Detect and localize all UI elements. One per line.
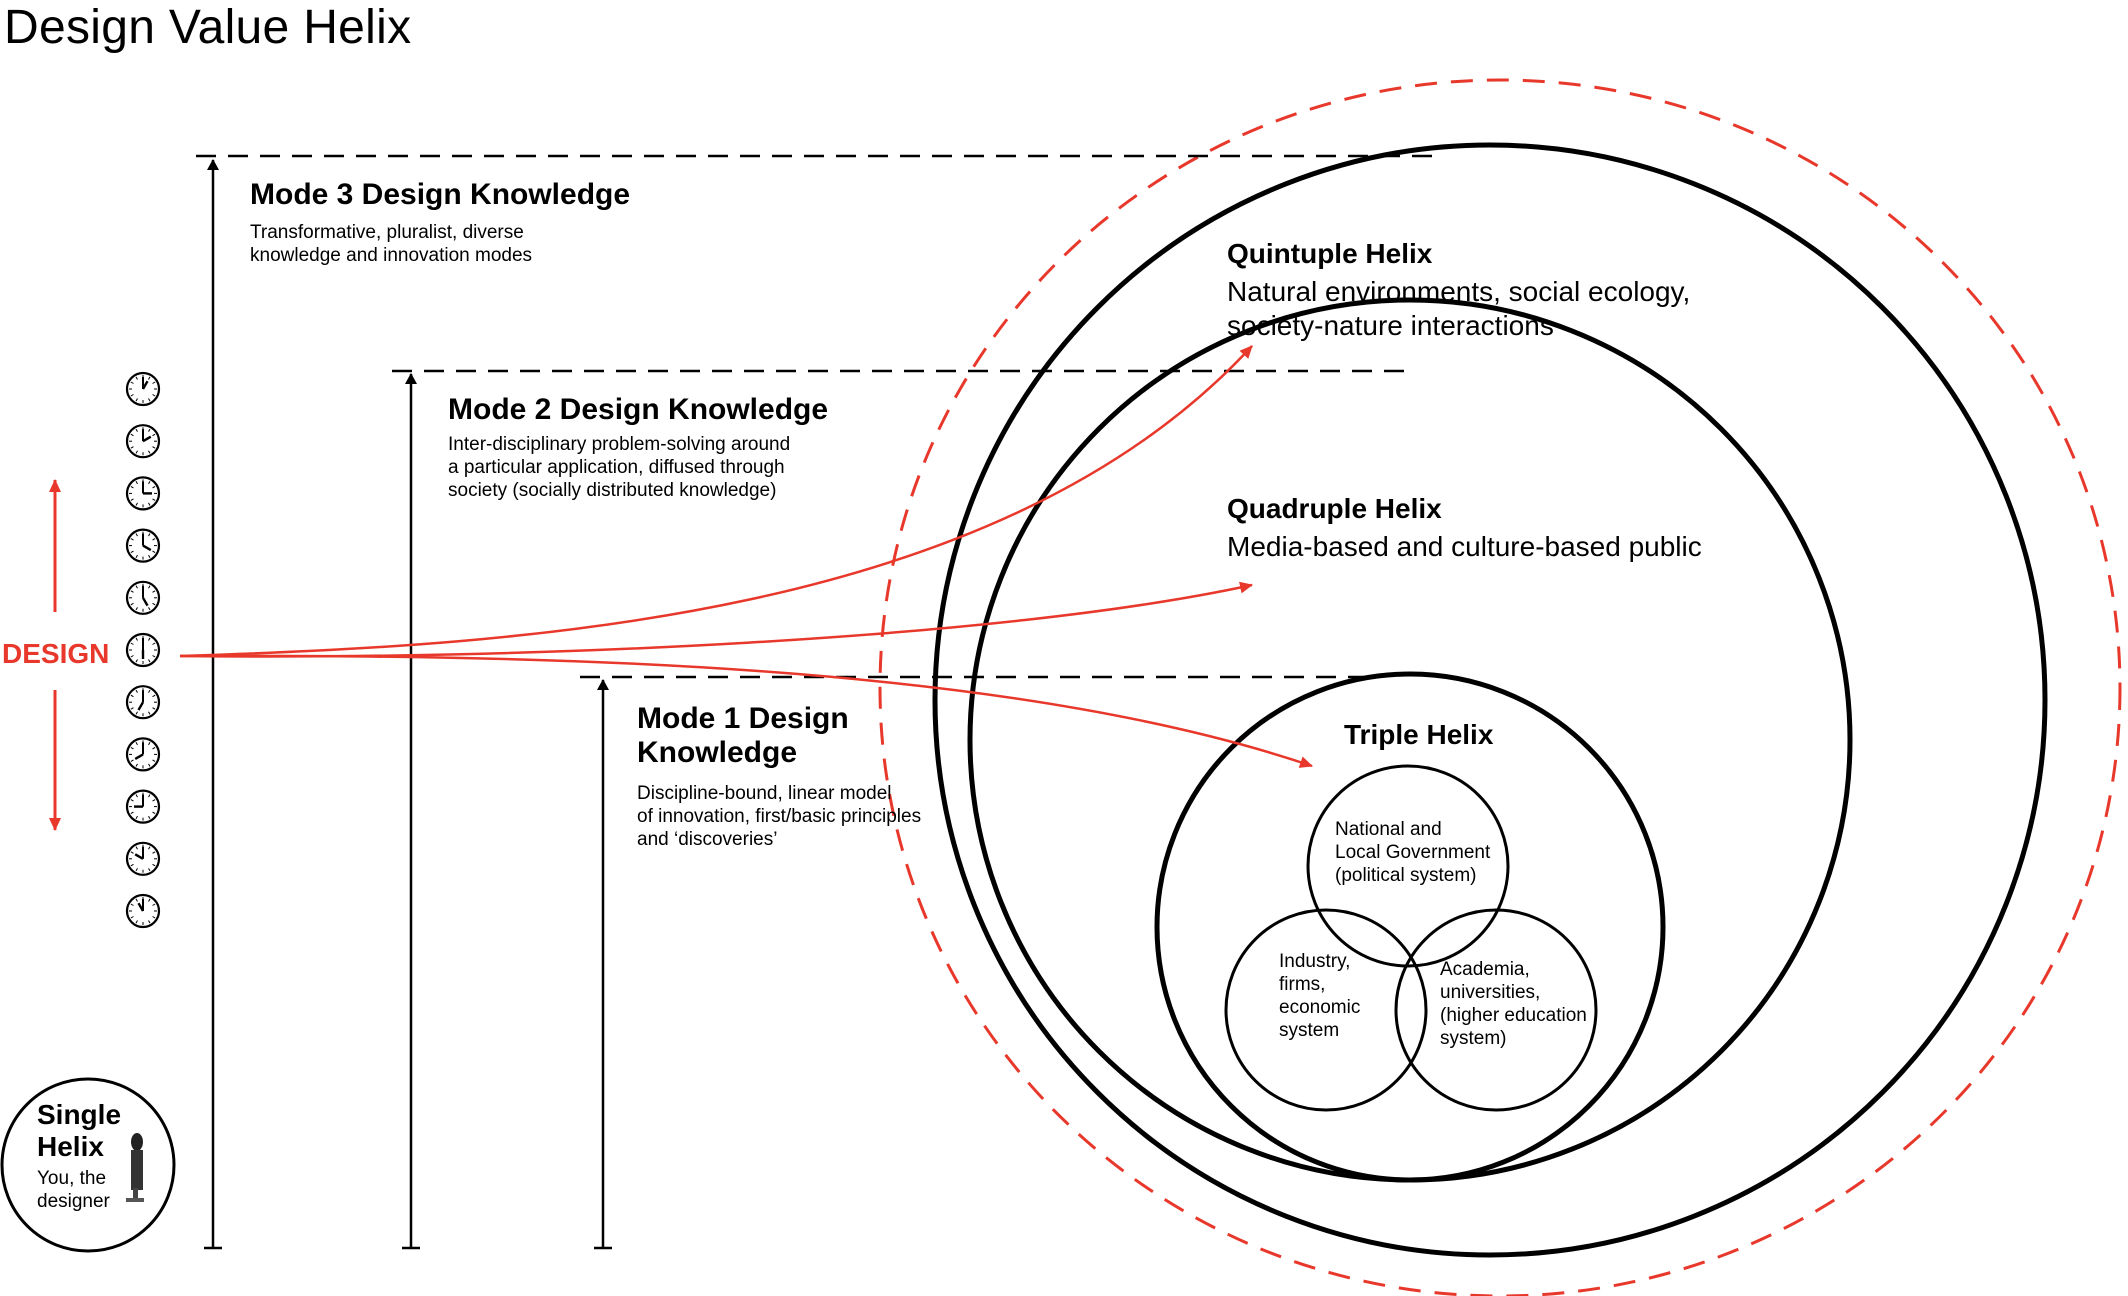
quintuple-helix-circle (932, 142, 2048, 1258)
design-to-quintuple-arrow (179, 345, 1253, 658)
triple-heading: Triple Helix (1344, 719, 1494, 750)
quadruple-description: Media-based and culture-based public (1227, 531, 1702, 562)
clock-icon (125, 371, 161, 407)
design-to-quadruple-arrow (179, 581, 1253, 658)
outer-dashed-circle (878, 78, 2122, 1296)
mode3-description: Transformative, pluralist, diverse knowl… (250, 222, 533, 266)
page-title: Design Value Helix (4, 1, 412, 54)
academia-circle (1394, 908, 1598, 1112)
quintuple-description: Natural environments, social ecology, so… (1227, 276, 1691, 341)
single-helix-description: You, the designer (37, 1168, 110, 1212)
person-icon (126, 1133, 144, 1202)
single-helix-circle (0, 1077, 176, 1253)
clock-icon (125, 424, 161, 459)
clock-icon (125, 685, 161, 720)
government-circle (1306, 764, 1510, 968)
clock-icon (125, 476, 161, 511)
mode1-description: Discipline-bound, linear model of innova… (637, 783, 922, 850)
single-helix-heading: Single Helix (37, 1099, 122, 1162)
clock-icon (125, 632, 161, 668)
clock-icon (125, 841, 161, 876)
clock-icon (125, 737, 161, 772)
clock-icon (125, 893, 161, 929)
triple-helix-circle (1154, 671, 1666, 1183)
academia-label: Academia, universities, (higher educatio… (1440, 959, 1587, 1049)
mode3-heading: Mode 3 Design Knowledge (250, 178, 631, 211)
quadruple-heading: Quadruple Helix (1227, 493, 1442, 524)
mode2-heading: Mode 2 Design Knowledge (448, 393, 829, 426)
clock-icon (125, 789, 161, 824)
mode1-heading: Mode 1 Design Knowledge (637, 702, 849, 769)
mode2-description: Inter-disciplinary problem-solving aroun… (448, 434, 791, 501)
clock-icon (125, 528, 161, 563)
industry-circle (1224, 908, 1428, 1112)
quintuple-heading: Quintuple Helix (1227, 238, 1433, 269)
industry-label: Industry, firms, economic system (1279, 951, 1361, 1041)
design-label: DESIGN (2, 638, 110, 669)
government-label: National and Local Government (political… (1335, 819, 1491, 886)
design-to-triple-arrow (179, 654, 1313, 768)
clock-column (125, 371, 161, 929)
clock-icon (125, 580, 161, 615)
